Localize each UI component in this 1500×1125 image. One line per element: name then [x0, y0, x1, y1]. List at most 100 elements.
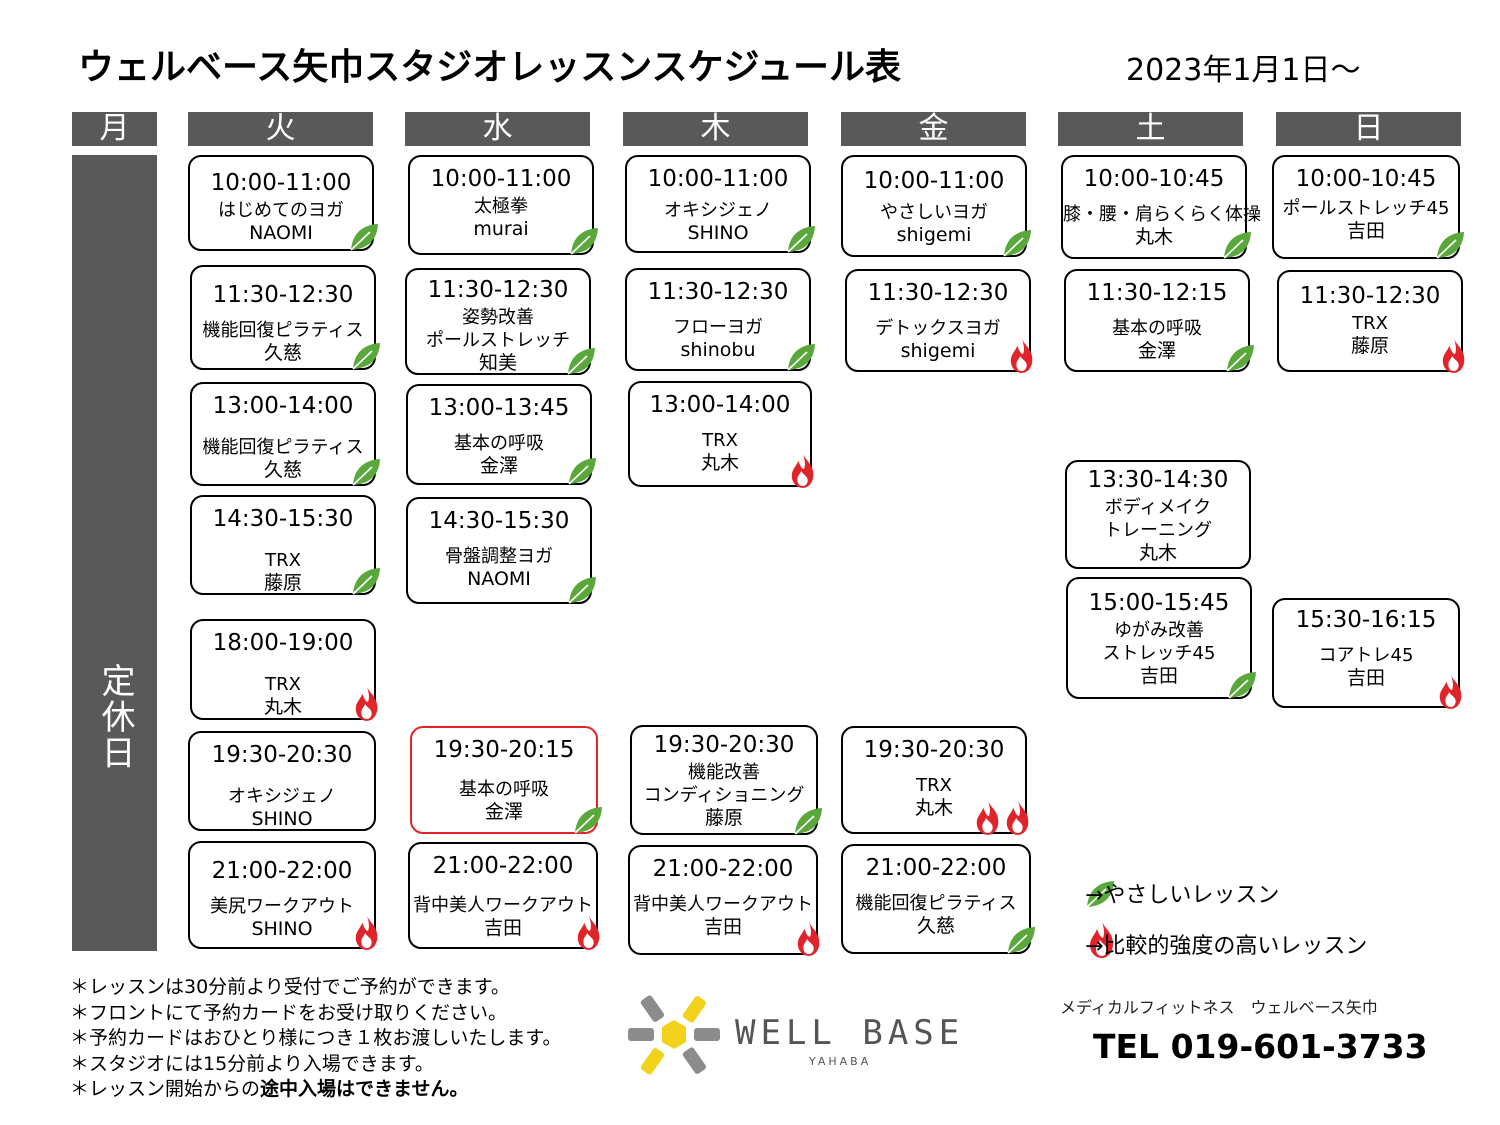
lesson-time: 15:30-16:15 — [1295, 607, 1437, 633]
leaf-icon — [350, 565, 382, 601]
lesson-time: 11:30-12:30 — [427, 277, 569, 303]
note-line: ＊フロントにて予約カードをお受け取りください。 — [70, 1001, 508, 1024]
lesson-instructor: 吉田 — [1346, 667, 1385, 689]
lesson-name: 背中美人ワークアウト — [633, 894, 813, 915]
lesson-name: はじめてのヨガ — [218, 200, 344, 221]
lesson-time: 13:00-14:00 — [649, 392, 791, 418]
lesson-instructor: 丸木 — [914, 797, 953, 819]
lesson-name: 基本の呼吸 — [1112, 318, 1202, 339]
lesson-name-line2: トレーニング — [1104, 520, 1212, 541]
closed-day-bar: 定休日 — [72, 155, 157, 951]
lesson-instructor: shigemi — [896, 224, 972, 246]
day-header: 木 — [623, 112, 808, 146]
flame-icon — [794, 919, 824, 963]
day-header: 火 — [188, 112, 373, 146]
lesson-time: 15:00-15:45 — [1088, 590, 1230, 616]
note-line: ＊スタジオには15分前より入場できます。 — [70, 1052, 434, 1075]
effective-date: 2023年1月1日～ — [1126, 53, 1361, 88]
lesson-instructor: 丸木 — [700, 452, 739, 474]
lesson-instructor: 丸木 — [1134, 226, 1173, 248]
lesson-time: 11:30-12:30 — [212, 282, 354, 308]
page-title: ウェルベース矢巾スタジオレッスンスケジュール表 — [78, 47, 901, 88]
closed-label: 定休日 — [95, 663, 135, 771]
day-header: 月 — [72, 112, 157, 146]
lesson-time: 21:00-22:00 — [432, 853, 574, 879]
leaf-icon — [350, 456, 382, 492]
leaf-icon — [1221, 229, 1253, 265]
lesson-instructor: NAOMI — [467, 568, 531, 590]
lesson-time: 21:00-22:00 — [211, 858, 353, 884]
leaf-icon — [1005, 924, 1037, 960]
lesson-instructor: 吉田 — [703, 916, 742, 938]
leaf-icon — [565, 345, 597, 381]
lesson-time: 11:30-12:30 — [1299, 283, 1441, 309]
lesson-time: 14:30-15:30 — [212, 506, 354, 532]
day-header: 金 — [841, 112, 1026, 146]
lesson-instructor: 知美 — [478, 352, 517, 374]
flame-icon — [1007, 336, 1037, 380]
lesson-time: 10:00-10:45 — [1083, 166, 1225, 192]
lesson-name: TRX — [702, 430, 738, 451]
day-header: 土 — [1058, 112, 1243, 146]
lesson-name: やさしいヨガ — [880, 202, 988, 223]
lesson-instructor: 吉田 — [1139, 665, 1178, 687]
lesson-name: 機能改善 — [688, 762, 760, 783]
note-prefix: ＊レッスン開始からの — [70, 1078, 261, 1100]
leaf-icon — [1434, 229, 1466, 265]
lesson-instructor: shinobu — [680, 339, 756, 361]
lesson-instructor: SHINO — [687, 222, 749, 244]
lesson-instructor: 金澤 — [479, 455, 518, 477]
lesson-time: 10:00-10:45 — [1295, 166, 1437, 192]
leaf-icon — [566, 455, 598, 491]
lesson-instructor: SHINO — [251, 918, 313, 940]
lesson-name: TRX — [265, 550, 301, 571]
flame-icon — [352, 913, 382, 957]
lesson-name: ポールストレッチ45 — [1282, 198, 1450, 219]
lesson-instructor: 久慈 — [263, 342, 302, 364]
lesson-instructor: murai — [473, 218, 529, 240]
lesson-name: 背中美人ワークアウト — [413, 895, 593, 916]
leaf-icon — [350, 340, 382, 376]
lesson-name: 機能回復ピラティス — [202, 437, 364, 458]
phone-number: TEL 019-601-3733 — [1093, 1027, 1428, 1066]
lesson-name: コアトレ45 — [1318, 645, 1414, 666]
brand-subtitle: YAHABA — [809, 1055, 872, 1068]
lesson-name: 膝・腰・肩らくらく体操 — [1063, 204, 1261, 225]
lesson-name: 機能回復ピラティス — [855, 893, 1017, 914]
lesson-name: オキシジェノ — [228, 786, 336, 807]
lesson-instructor: 丸木 — [263, 696, 302, 718]
lesson-name: 基本の呼吸 — [459, 779, 549, 800]
lesson-time: 10:00-11:00 — [647, 166, 789, 192]
lesson-name: ボディメイク — [1104, 497, 1212, 518]
lesson-time: 10:00-11:00 — [863, 168, 1005, 194]
lesson-card: 10:00-10:45 膝・腰・肩らくらく体操丸木 — [1061, 155, 1261, 259]
leaf-icon — [1086, 881, 1114, 908]
lesson-instructor: 藤原 — [1350, 335, 1389, 357]
lesson-time: 19:30-20:30 — [863, 737, 1005, 763]
lesson-time: 10:00-11:00 — [210, 170, 352, 196]
lesson-name: デトックスヨガ — [875, 318, 1001, 339]
leaf-icon — [785, 341, 817, 377]
lesson-time: 11:30-12:30 — [867, 280, 1009, 306]
note-line: ＊予約カードはおひとり様につき１枚お渡しいたします。 — [70, 1027, 562, 1049]
lesson-time: 10:00-11:00 — [430, 166, 572, 192]
lesson-instructor: SHINO — [251, 808, 313, 830]
lesson-time: 18:00-19:00 — [212, 630, 354, 656]
note-emphasis: 途中入場はできません。 — [260, 1078, 469, 1100]
lesson-instructor: 久慈 — [916, 915, 955, 937]
flame-icon — [973, 798, 1003, 842]
lesson-name-line2: ストレッチ45 — [1102, 643, 1216, 664]
